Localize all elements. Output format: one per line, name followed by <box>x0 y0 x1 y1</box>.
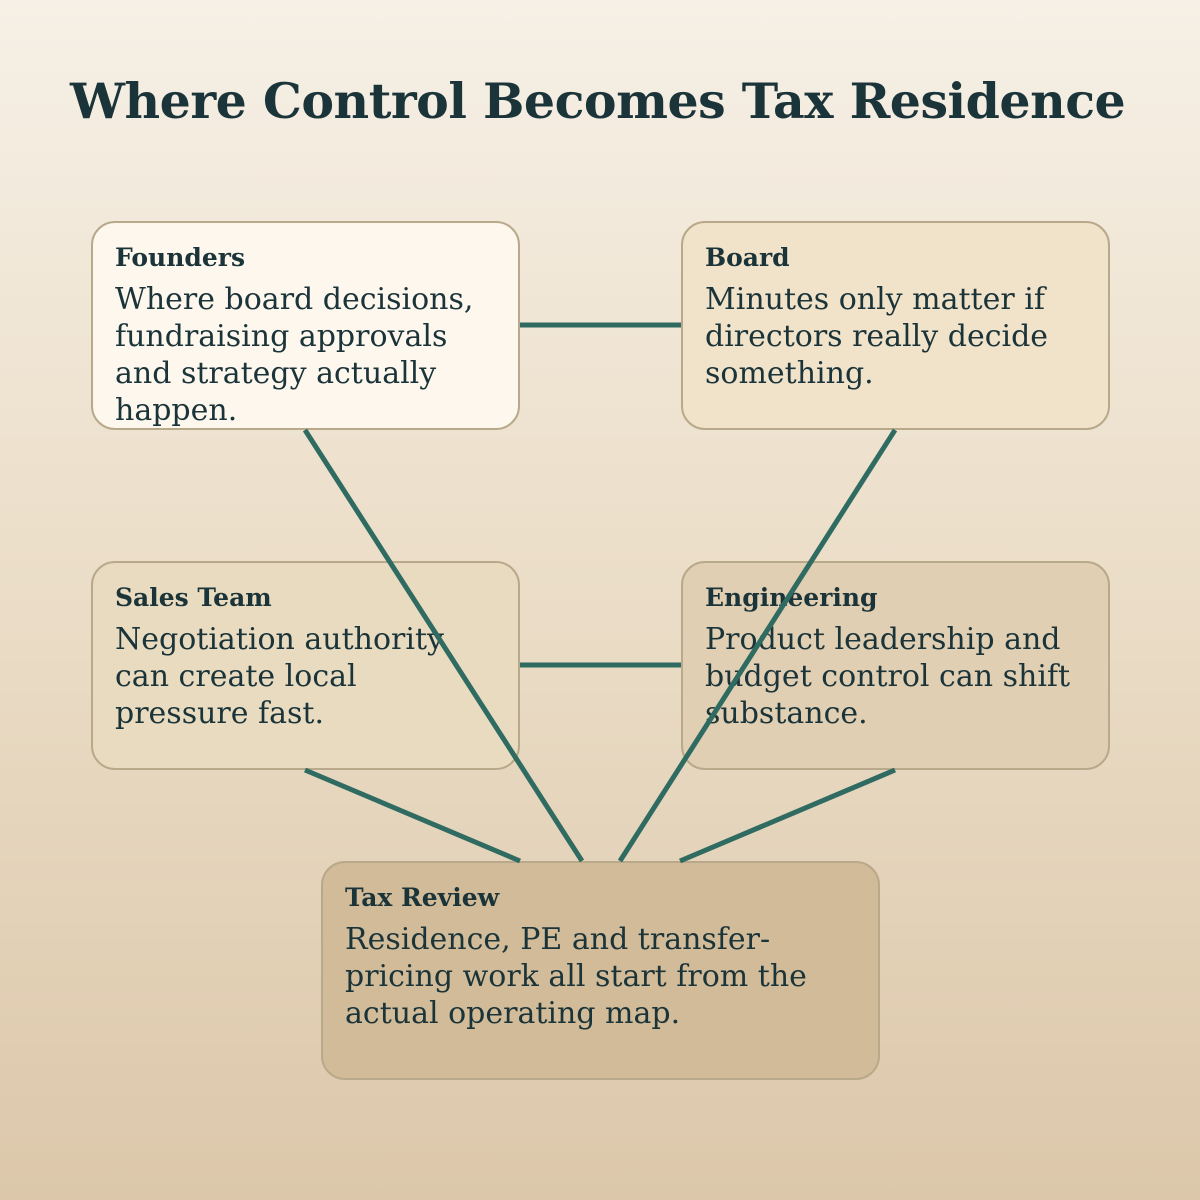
node-heading: Sales Team <box>115 583 272 612</box>
node-tax-review: Tax Review Residence, PE and transfer-pr… <box>321 861 880 1080</box>
edge-sales-tax-review <box>304 767 521 864</box>
node-engineering: Engineering Product leadership and budge… <box>681 561 1110 770</box>
node-sales-team: Sales Team Negotiation authority can cre… <box>91 561 520 770</box>
node-body: Where board decisions, fundraising appro… <box>115 282 474 428</box>
node-board: Board Minutes only matter if directors r… <box>681 221 1110 430</box>
node-heading: Tax Review <box>345 883 500 912</box>
node-heading: Board <box>705 243 790 272</box>
diagram-title: Where Control Becomes Tax Residence <box>70 72 1126 130</box>
edge-engineering-tax-review <box>679 767 896 864</box>
node-body: Minutes only matter if directors really … <box>705 282 1049 391</box>
node-heading: Engineering <box>705 583 878 612</box>
node-founders: Founders Where board decisions, fundrais… <box>91 221 520 430</box>
node-body: Negotiation authority can create local p… <box>115 622 444 731</box>
node-body: Product leadership and budget control ca… <box>705 622 1071 731</box>
node-body: Residence, PE and transfer-pricing work … <box>345 922 807 1031</box>
node-heading: Founders <box>115 243 246 272</box>
